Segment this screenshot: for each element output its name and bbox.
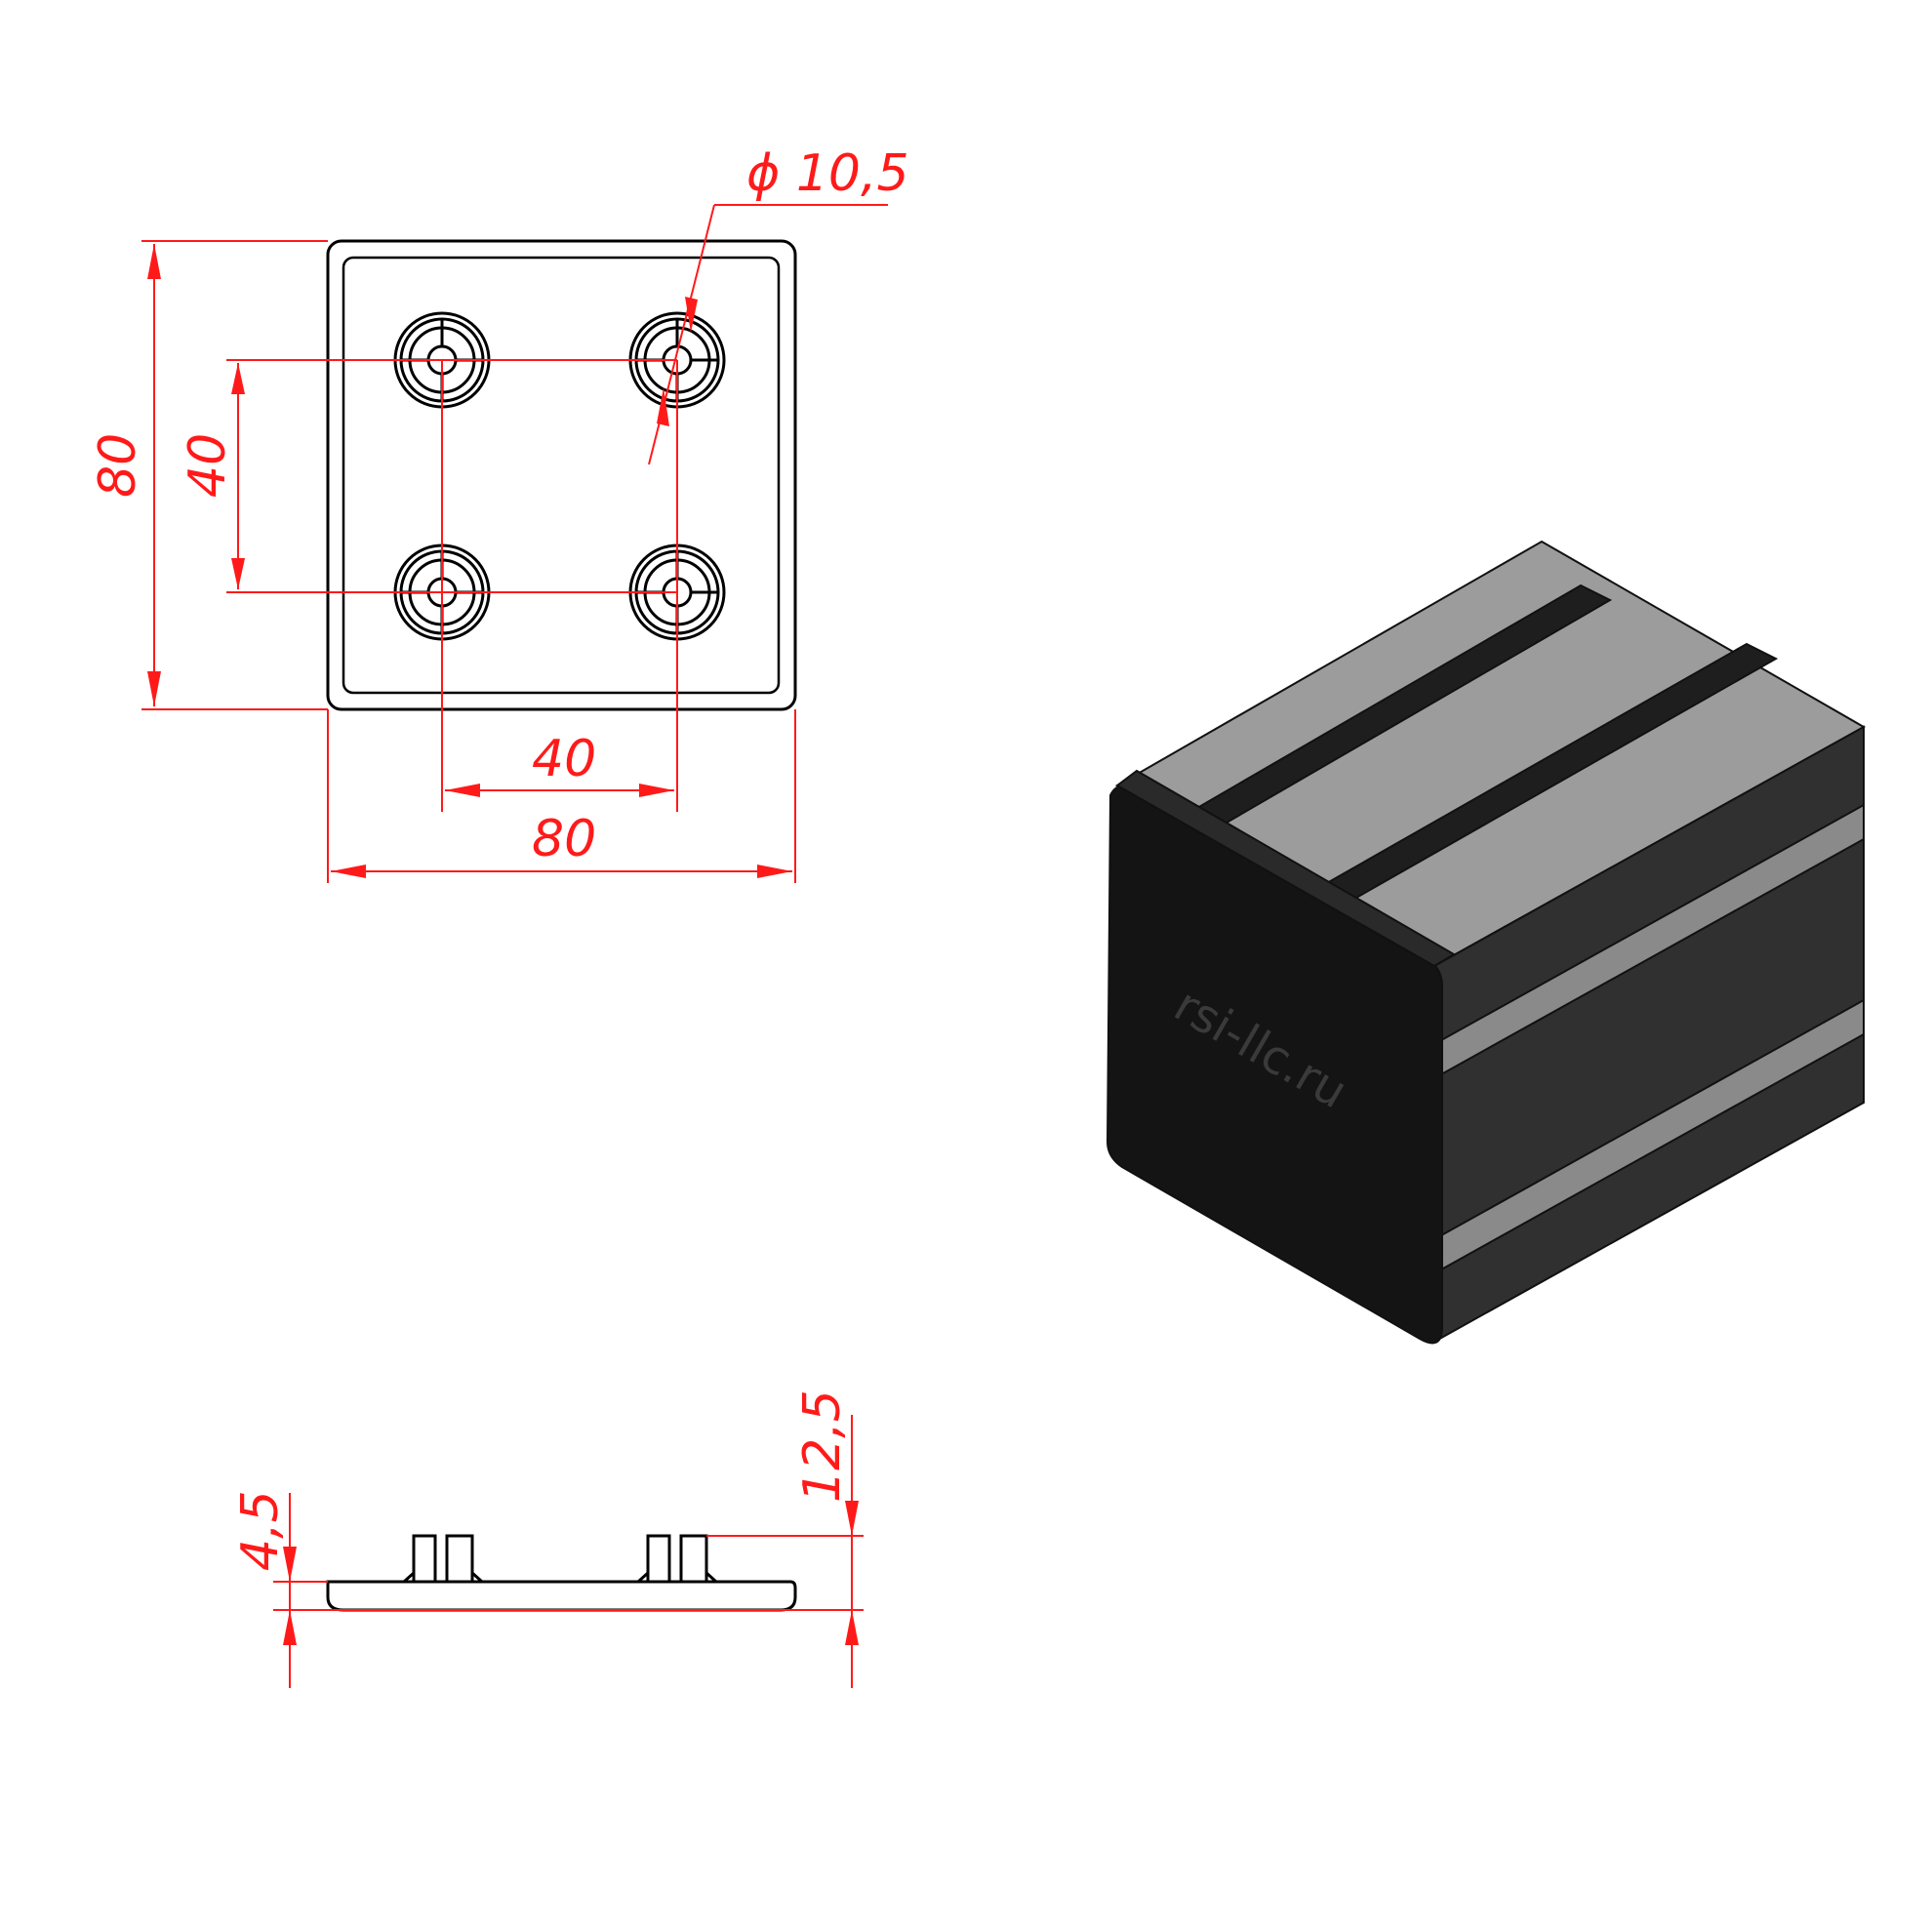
- isometric-profile-view: [1106, 540, 1867, 1345]
- dim-label-width-outer: 80: [532, 810, 596, 868]
- end-cap-inner-outline: [342, 256, 781, 695]
- side-peg-left: [402, 1534, 484, 1584]
- top-view: [326, 239, 797, 711]
- side-view-dimensions: [273, 1415, 864, 1688]
- end-cap-outline: [326, 239, 797, 711]
- side-peg-right: [636, 1534, 718, 1584]
- dim-label-side-total-height: 12,5: [793, 1389, 852, 1503]
- dimension-arrows: [147, 244, 792, 878]
- side-view: [326, 1534, 797, 1612]
- dim-label-side-plate-thickness: 4,5: [231, 1490, 290, 1571]
- side-plate: [326, 1580, 797, 1612]
- dim-label-hole-diameter: ϕ 10,5: [746, 144, 909, 203]
- side-dimension-arrows: [283, 1501, 859, 1645]
- dim-label-height-outer: 80: [89, 433, 147, 498]
- end-cap-edge: [1115, 769, 1456, 968]
- dim-label-height-inner: 40: [179, 433, 237, 498]
- dim-label-width-inner: 40: [532, 730, 596, 788]
- top-view-dimensions: [141, 204, 888, 883]
